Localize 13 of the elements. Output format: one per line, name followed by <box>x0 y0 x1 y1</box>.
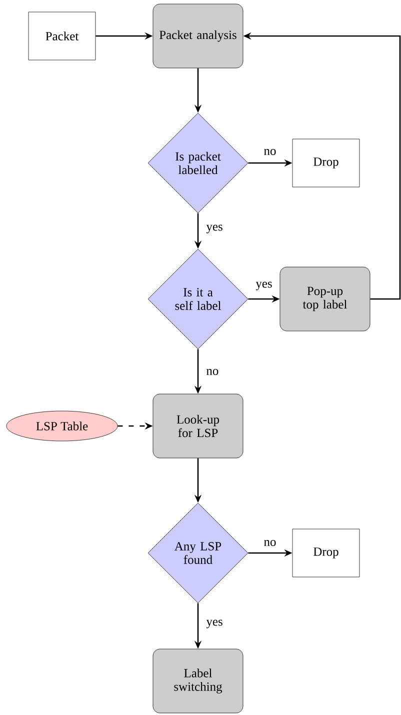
edge-label: yes <box>206 620 222 628</box>
edge-label: no <box>206 369 218 376</box>
process-box: Label switching <box>152 648 244 714</box>
edge-label: yes <box>256 282 272 290</box>
edge-label: yes <box>206 224 222 234</box>
process-box: Packet analysis <box>152 4 244 68</box>
terminal-box: Drop <box>292 138 360 188</box>
edge-label: no <box>264 149 276 156</box>
terminal-box: Packet <box>28 12 96 60</box>
edge-label: no <box>264 540 276 546</box>
terminal-box: Drop <box>292 528 360 578</box>
process-box: Look-up for LSP <box>152 394 244 458</box>
process-box: Pop-up top label <box>280 266 370 332</box>
